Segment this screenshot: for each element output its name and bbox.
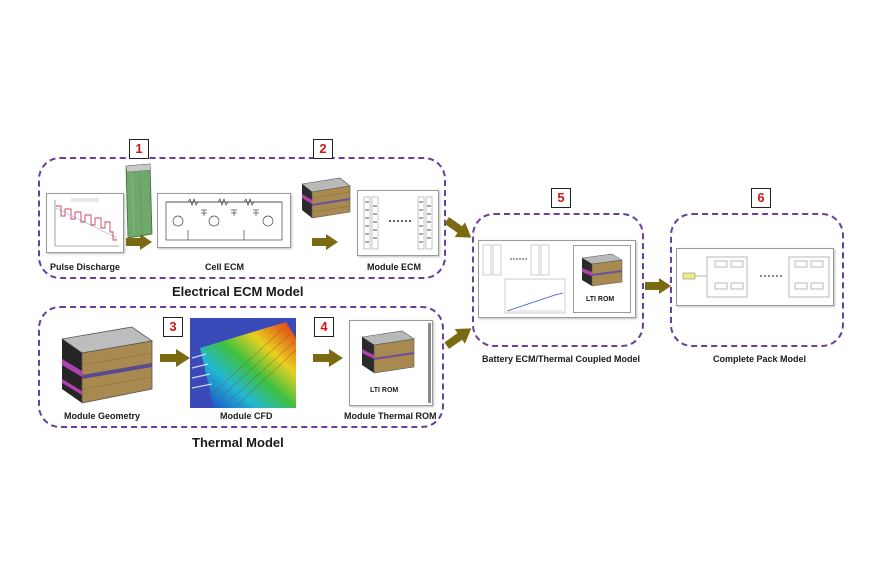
module-ecm-label: Module ECM [367,262,421,272]
cell-ecm-label: Cell ECM [205,262,245,272]
module-ecm-panel [357,190,439,256]
battery-module-icon [361,330,415,374]
complete-pack-label: Complete Pack Model [713,354,807,364]
electrical-ecm-group [38,157,446,279]
module-cfd-image [190,318,297,408]
thermal-title: Thermal Model [192,435,284,450]
arrow-diagonal-up-icon [444,328,472,349]
step-badge-2: 2 [313,139,333,159]
thermal-group [38,306,444,428]
complete-pack-group [670,213,844,347]
lti-rom-thermal-label: LTI ROM [370,387,399,394]
battery-module-icon [60,326,154,404]
arrow-right-icon [312,234,338,250]
coupled-model-group [472,213,644,347]
battery-cell-icon [125,163,153,239]
arrow-diagonal-down-icon [444,217,472,238]
circuit-icon [482,244,566,314]
arrow-right-icon [160,349,190,367]
coupled-model-label: Battery ECM/Thermal Coupled Model [482,354,641,364]
scrollbar-strip [428,323,431,403]
lti-rom-coupled-label: LTI ROM [586,296,615,303]
complete-pack-panel [676,248,834,306]
module-geometry-label: Module Geometry [64,411,141,421]
pulse-discharge-plot [46,193,124,253]
electrical-ecm-title: Electrical ECM Model [172,284,304,299]
pulse-discharge-label: Pulse Discharge [50,262,121,272]
module-thermal-rom-label: Module Thermal ROM [344,411,437,421]
module-cfd-label: Module CFD [220,411,273,421]
circuit-icon [682,256,830,298]
step-badge-4: 4 [314,317,334,337]
step-badge-3: 3 [163,317,183,337]
circuit-icon [363,196,433,250]
cell-ecm-circuit [157,193,291,248]
coupled-model-panel: LTI ROM [478,240,636,318]
circuit-icon [165,197,283,241]
arrow-right-icon [645,278,671,294]
arrow-right-icon [126,234,152,250]
battery-module-icon [301,177,351,219]
battery-module-icon [581,253,623,287]
step-badge-6: 6 [751,188,771,208]
module-thermal-rom-panel: LTI ROM [349,320,433,406]
arrow-right-icon [313,349,343,367]
lti-rom-inset: LTI ROM [573,245,631,313]
step-badge-5: 5 [551,188,571,208]
step-badge-1: 1 [129,139,149,159]
line-plot-icon [49,196,121,250]
